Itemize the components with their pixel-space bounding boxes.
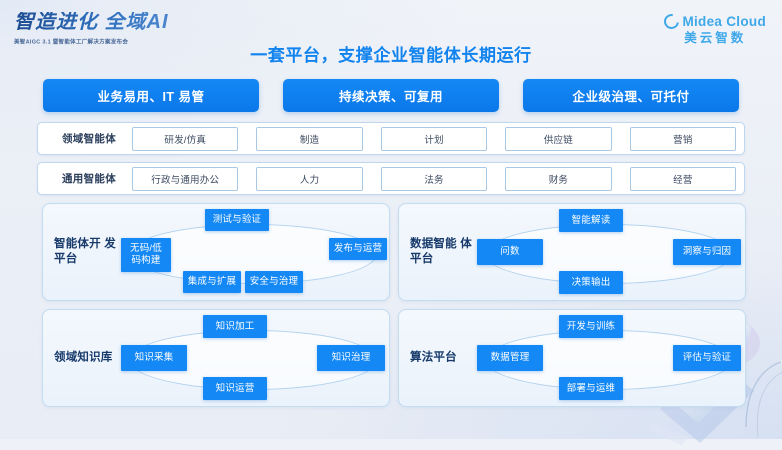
event-brand-title: 智造进化 全域AI (14, 11, 169, 33)
agent-row-label: 领域智能体 (62, 133, 116, 145)
agent-row-domain: 领域智能体 研发/仿真 制造 计划 供应链 营销 (37, 122, 745, 155)
agent-cell-group: 研发/仿真 制造 计划 供应链 营销 (132, 126, 737, 151)
capability-node-top[interactable]: 开发与训练 (559, 315, 623, 338)
platform-panel-agent-dev: 智能体开 发平台 测试与验证 无码/低 码构建 发布与运营 集成与扩展 安全与治… (42, 203, 390, 301)
capability-node-bottom-1[interactable]: 集成与扩展 (183, 271, 241, 293)
capability-node-right[interactable]: 评估与验证 (673, 345, 741, 371)
capability-node-left[interactable]: 数据管理 (477, 345, 543, 371)
capability-node-bottom[interactable]: 部署与运维 (559, 377, 623, 400)
event-brand-subtitle: 美智AIGC 3.1 暨智能体工厂解决方案发布会 (14, 39, 129, 46)
orbit-diagram: 知识加工 知识采集 知识治理 知识运营 (121, 315, 385, 401)
agent-row-general: 通用智能体 行政与通用办公 人力 法务 财务 经营 (37, 162, 745, 195)
capability-node-top[interactable]: 智能解读 (559, 209, 623, 232)
panel-title: 算法平台 (410, 351, 457, 364)
value-banner-group: 业务易用、IT 易管 持续决策、可复用 企业级治理、可托付 (43, 79, 739, 112)
capability-node-top[interactable]: 测试与验证 (205, 209, 269, 231)
orbit-diagram: 开发与训练 数据管理 评估与验证 部署与运维 (477, 315, 741, 401)
agent-cell[interactable]: 研发/仿真 (132, 126, 239, 151)
platform-panel-algorithm: 算法平台 开发与训练 数据管理 评估与验证 部署与运维 (398, 309, 746, 407)
capability-node-left[interactable]: 无码/低 码构建 (121, 238, 171, 272)
capability-node-bottom-2[interactable]: 安全与治理 (245, 271, 303, 293)
capability-node-right[interactable]: 发布与运营 (329, 238, 387, 260)
value-banner-1[interactable]: 业务易用、IT 易管 (43, 79, 259, 112)
value-banner-2[interactable]: 持续决策、可复用 (283, 79, 499, 112)
slide-header: 智造进化 全域AI 美智AIGC 3.1 暨智能体工厂解决方案发布会 Midea… (0, 0, 782, 68)
capability-node-bottom[interactable]: 决策输出 (559, 271, 623, 294)
midea-ring-icon (661, 11, 683, 32)
agent-cell[interactable]: 法务 (380, 166, 488, 191)
capability-node-top[interactable]: 知识加工 (203, 315, 267, 338)
agent-cell-group: 行政与通用办公 人力 法务 财务 经营 (132, 166, 737, 191)
midea-cloud-logo: Midea Cloud 美云智数 (661, 11, 766, 45)
panel-title: 数据智能 体平台 (410, 238, 472, 265)
agent-cell[interactable]: 人力 (256, 166, 363, 191)
agent-cell[interactable]: 经营 (629, 166, 737, 191)
platform-panel-data-agent: 数据智能 体平台 智能解读 问数 洞察与归因 决策输出 (398, 203, 746, 301)
capability-node-right[interactable]: 知识治理 (317, 345, 385, 371)
midea-logo-cn: 美云智数 (684, 31, 747, 45)
agent-cell[interactable]: 营销 (629, 126, 737, 151)
midea-logo-en: Midea Cloud (682, 13, 766, 29)
agent-cell[interactable]: 制造 (256, 126, 363, 151)
capability-node-left[interactable]: 知识采集 (121, 345, 187, 371)
agent-cell[interactable]: 供应链 (505, 126, 612, 151)
agent-cell[interactable]: 行政与通用办公 (132, 166, 239, 191)
capability-node-right[interactable]: 洞察与归因 (673, 239, 741, 265)
panel-title: 领域知识库 (54, 351, 113, 364)
orbit-diagram: 智能解读 问数 洞察与归因 决策输出 (477, 209, 741, 295)
event-brand: 智造进化 全域AI 美智AIGC 3.1 暨智能体工厂解决方案发布会 (14, 12, 169, 45)
panel-title: 智能体开 发平台 (54, 238, 116, 265)
agent-row-label: 通用智能体 (62, 173, 116, 185)
capability-node-bottom[interactable]: 知识运营 (203, 377, 267, 400)
agent-cell[interactable]: 财务 (505, 166, 612, 191)
value-banner-3[interactable]: 企业级治理、可托付 (523, 79, 739, 112)
page-title: 一套平台，支撑企业智能体长期运行 (250, 46, 532, 65)
agent-cell[interactable]: 计划 (380, 126, 488, 151)
capability-node-left[interactable]: 问数 (477, 239, 543, 265)
platform-panel-knowledge-base: 领域知识库 知识加工 知识采集 知识治理 知识运营 (42, 309, 390, 407)
orbit-diagram: 测试与验证 无码/低 码构建 发布与运营 集成与扩展 安全与治理 (121, 209, 387, 295)
